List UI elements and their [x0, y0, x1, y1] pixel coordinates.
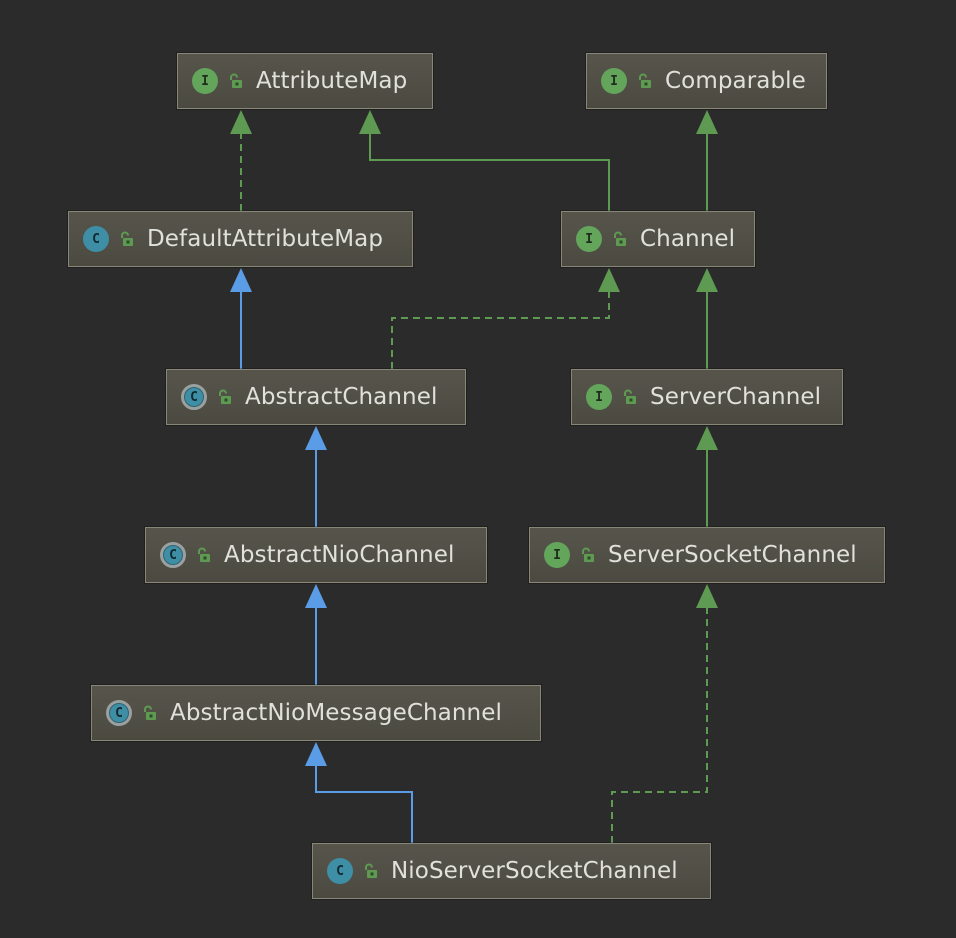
edge-NioServerSocketChannel-to-ServerSocketChannel: [611, 584, 718, 843]
edge-line: [611, 606, 708, 843]
arrow-head-icon: [230, 110, 252, 134]
unlocked-lock-icon: [620, 388, 638, 406]
arrow-head-icon: [305, 742, 327, 766]
unlocked-lock-icon: [361, 862, 379, 880]
arrow-head-icon: [696, 110, 718, 134]
edge-line: [369, 132, 610, 211]
edge-ServerChannel-to-Channel: [696, 268, 718, 369]
arrow-head-icon: [696, 268, 718, 292]
class-node-ServerSocketChannel[interactable]: I ServerSocketChannel: [529, 527, 885, 583]
arrow-head-icon: [696, 426, 718, 450]
class-node-label: DefaultAttributeMap: [147, 226, 384, 252]
edge-AbstractChannel-to-Channel: [391, 268, 620, 369]
abstract-class-icon: C: [181, 384, 207, 410]
edge-AbstractChannel-to-DefaultAttributeMap: [230, 268, 252, 369]
interface-icon: I: [576, 226, 602, 252]
unlocked-lock-icon: [226, 72, 244, 90]
class-node-Comparable[interactable]: I Comparable: [586, 53, 827, 109]
interface-icon: I: [586, 384, 612, 410]
edge-DefaultAttributeMap-to-AttributeMap: [230, 110, 252, 211]
arrow-head-icon: [305, 426, 327, 450]
class-node-label: Comparable: [665, 68, 806, 94]
class-node-label: ServerSocketChannel: [608, 542, 857, 568]
arrow-head-icon: [598, 268, 620, 292]
unlocked-lock-icon: [194, 546, 212, 564]
edge-line: [391, 290, 610, 369]
class-node-DefaultAttributeMap[interactable]: C DefaultAttributeMap: [68, 211, 413, 267]
edge-AbstractNioMessageChannel-to-AbstractNioChannel: [305, 584, 327, 685]
class-node-ServerChannel[interactable]: I ServerChannel: [571, 369, 843, 425]
unlocked-lock-icon: [117, 230, 135, 248]
class-icon: C: [83, 226, 109, 252]
interface-icon: I: [192, 68, 218, 94]
class-node-NioServerSocketChannel[interactable]: C NioServerSocketChannel: [312, 843, 711, 899]
abstract-class-icon: C: [106, 700, 132, 726]
unlocked-lock-icon: [635, 72, 653, 90]
class-node-AttributeMap[interactable]: I AttributeMap: [177, 53, 433, 109]
arrow-head-icon: [696, 584, 718, 608]
unlocked-lock-icon: [578, 546, 596, 564]
class-icon: C: [327, 858, 353, 884]
class-node-label: Channel: [640, 226, 736, 252]
edge-line: [315, 764, 413, 843]
arrow-head-icon: [230, 268, 252, 292]
class-node-label: AbstractNioMessageChannel: [170, 700, 502, 726]
arrow-head-icon: [359, 110, 381, 134]
edge-Channel-to-AttributeMap: [359, 110, 610, 211]
unlocked-lock-icon: [140, 704, 158, 722]
class-node-label: AttributeMap: [256, 68, 408, 94]
arrow-head-icon: [305, 584, 327, 608]
unlocked-lock-icon: [610, 230, 628, 248]
class-node-label: AbstractNioChannel: [224, 542, 455, 568]
class-node-label: AbstractChannel: [245, 384, 438, 410]
interface-icon: I: [601, 68, 627, 94]
class-node-AbstractNioChannel[interactable]: C AbstractNioChannel: [145, 527, 487, 583]
class-node-label: ServerChannel: [650, 384, 822, 410]
class-node-AbstractChannel[interactable]: C AbstractChannel: [166, 369, 466, 425]
edge-Channel-to-Comparable: [696, 110, 718, 211]
edge-ServerSocketChannel-to-ServerChannel: [696, 426, 718, 527]
class-node-label: NioServerSocketChannel: [391, 858, 678, 884]
class-node-AbstractNioMessageChannel[interactable]: C AbstractNioMessageChannel: [91, 685, 541, 741]
class-node-Channel[interactable]: I Channel: [561, 211, 755, 267]
edge-AbstractNioChannel-to-AbstractChannel: [305, 426, 327, 527]
edge-NioServerSocketChannel-to-AbstractNioMessageChannel: [305, 742, 413, 843]
abstract-class-icon: C: [160, 542, 186, 568]
unlocked-lock-icon: [215, 388, 233, 406]
interface-icon: I: [544, 542, 570, 568]
